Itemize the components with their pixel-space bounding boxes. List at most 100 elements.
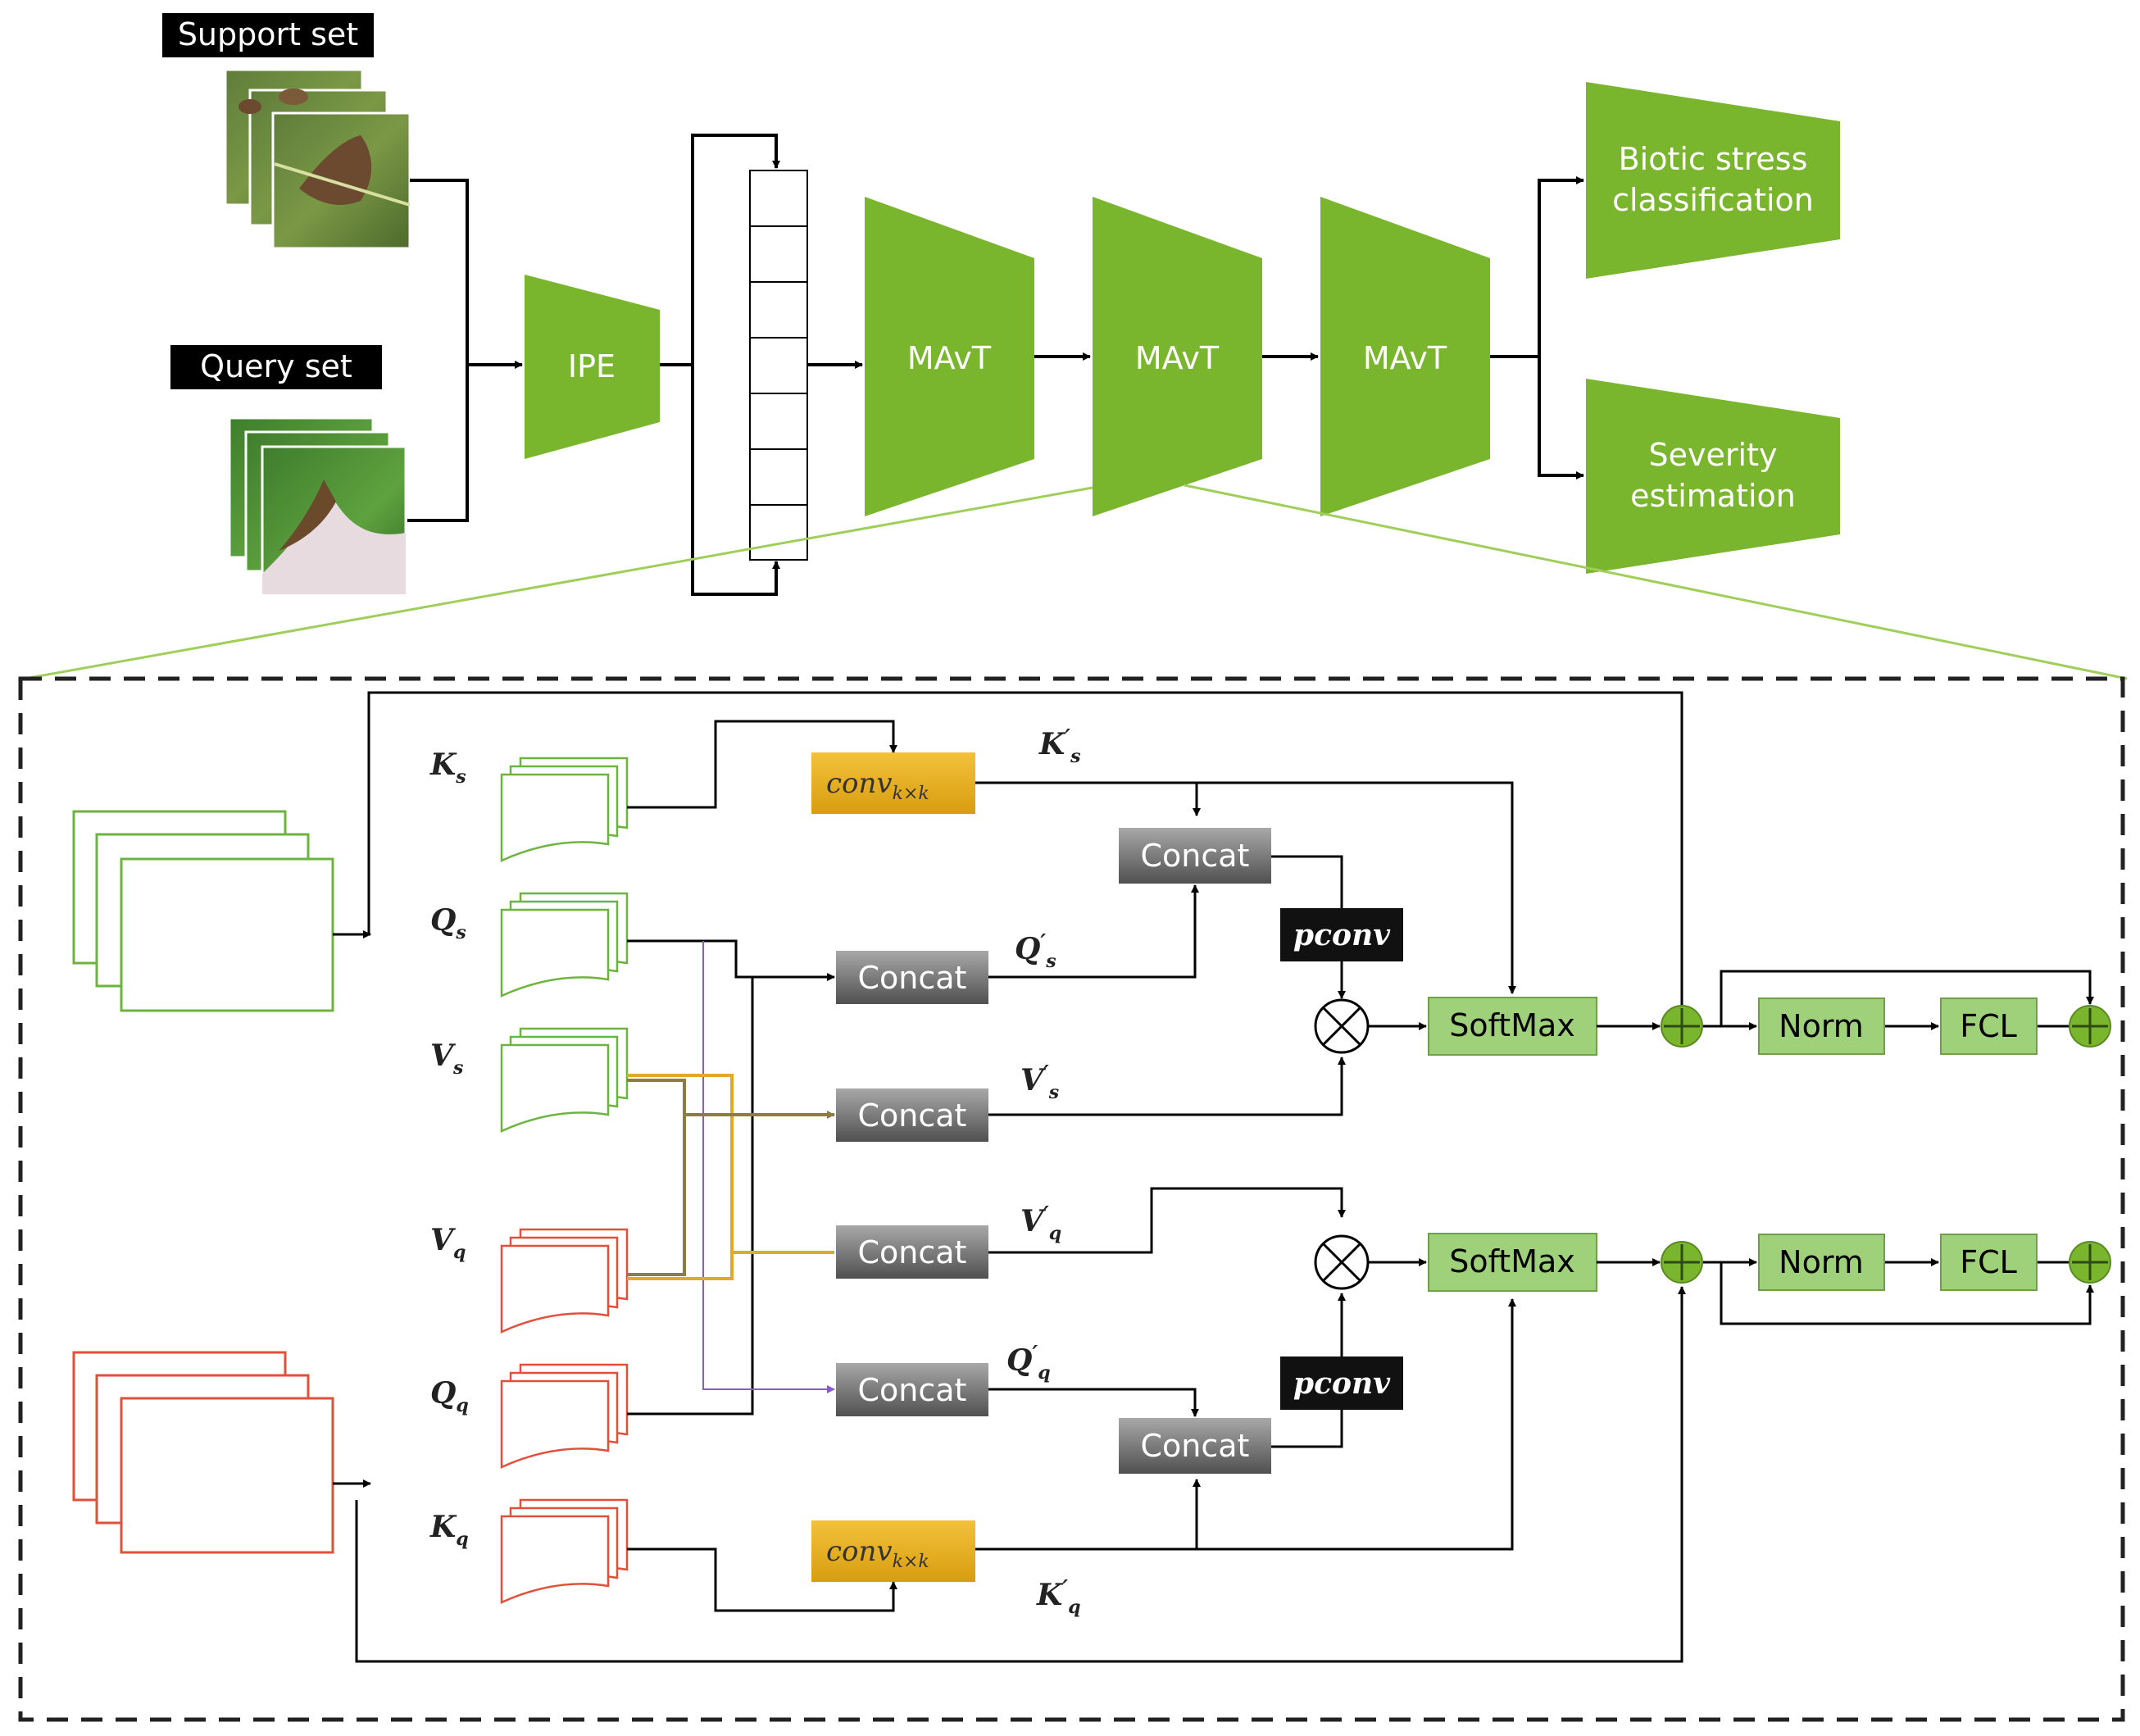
ipe-block: IPE bbox=[525, 275, 660, 459]
qq-stack bbox=[500, 1363, 629, 1469]
svg-text:classification: classification bbox=[1612, 182, 1814, 218]
norm-block-support: Norm bbox=[1758, 998, 1885, 1055]
add-icon-support-1 bbox=[1661, 1005, 1703, 1048]
support-feature-stack bbox=[72, 810, 334, 1012]
purple-cross-connector bbox=[702, 941, 835, 1393]
ks-connector bbox=[627, 720, 1516, 994]
vs-stack bbox=[500, 1027, 629, 1133]
label-qs-prime: Q′s bbox=[1015, 930, 1056, 972]
svg-text:Vs: Vs bbox=[430, 1038, 463, 1079]
svg-text:convk×k: convk×k bbox=[826, 1535, 929, 1572]
svg-text:Query set: Query set bbox=[200, 348, 352, 384]
label-qq-prime: Q′q bbox=[1006, 1342, 1051, 1384]
label-ks-prime: K′s bbox=[1038, 725, 1081, 767]
conv-block-support: convk×k bbox=[811, 752, 975, 814]
ipe-to-tokens-connector bbox=[660, 134, 780, 596]
biotic-stress-head: Biotic stress classification bbox=[1586, 82, 1840, 279]
softmax-block-query: SoftMax bbox=[1428, 1233, 1597, 1292]
svg-text:Concat: Concat bbox=[1141, 1428, 1250, 1464]
vq-stack bbox=[500, 1228, 629, 1334]
support-set-images bbox=[224, 68, 411, 250]
softmax-block-support: SoftMax bbox=[1428, 997, 1597, 1056]
svg-text:Norm: Norm bbox=[1779, 1244, 1864, 1280]
concat-kq-qq: Concat bbox=[1119, 1418, 1271, 1474]
svg-text:Concat: Concat bbox=[858, 1234, 967, 1270]
label-ks: Ks bbox=[429, 748, 466, 788]
svg-text:Biotic stress: Biotic stress bbox=[1619, 141, 1808, 177]
query-set-label: Query set bbox=[170, 345, 382, 389]
v-cross-connector bbox=[627, 1074, 835, 1280]
svg-text:IPE: IPE bbox=[568, 348, 616, 384]
svg-text:MAvT: MAvT bbox=[1135, 340, 1220, 376]
concat-ks-qs: Concat bbox=[1119, 828, 1271, 884]
norm-block-query: Norm bbox=[1758, 1234, 1885, 1291]
svg-text:FCL: FCL bbox=[1960, 1008, 2017, 1044]
svg-text:Qq: Qq bbox=[430, 1376, 469, 1416]
svg-text:Q′s: Q′s bbox=[1015, 930, 1056, 972]
svg-text:FCL: FCL bbox=[1960, 1244, 2017, 1280]
label-vq: Vq bbox=[430, 1223, 466, 1263]
mavt-chain-connector bbox=[807, 352, 1319, 369]
svg-text:MAvT: MAvT bbox=[907, 340, 992, 376]
concat-vs: Concat bbox=[836, 1088, 988, 1142]
add-icon-support-2 bbox=[2069, 1005, 2111, 1048]
qs-stack bbox=[500, 892, 629, 998]
label-qs: Qs bbox=[430, 903, 466, 943]
query-set-images bbox=[228, 416, 407, 596]
svg-text:V′q: V′q bbox=[1020, 1202, 1061, 1244]
mavt-detail-panel bbox=[18, 676, 2125, 1722]
prime-connectors bbox=[988, 855, 1346, 1448]
concat-qq: Concat bbox=[836, 1363, 988, 1416]
add-icon-query-2 bbox=[2069, 1241, 2111, 1284]
mavt-block-1: MAvT bbox=[865, 197, 1034, 516]
multiply-icon-support bbox=[1314, 998, 1370, 1054]
svg-text:Severity: Severity bbox=[1649, 437, 1778, 473]
svg-text:Ks: Ks bbox=[429, 748, 466, 788]
svg-text:Q′q: Q′q bbox=[1006, 1342, 1051, 1384]
zoom-guide-lines bbox=[24, 484, 2128, 680]
label-kq-prime: K′q bbox=[1036, 1576, 1081, 1618]
svg-text:V′s: V′s bbox=[1020, 1061, 1059, 1103]
qs-qq-connector bbox=[627, 939, 835, 1416]
label-qq: Qq bbox=[430, 1376, 469, 1416]
support-stack-connector bbox=[333, 691, 1686, 1017]
svg-text:pconv: pconv bbox=[1293, 1366, 1391, 1401]
softmax-input-connectors bbox=[1368, 1022, 1427, 1266]
kq-connector bbox=[627, 1298, 1516, 1612]
ks-stack bbox=[500, 757, 629, 862]
svg-text:K′q: K′q bbox=[1036, 1576, 1081, 1618]
svg-text:SoftMax: SoftMax bbox=[1449, 1243, 1575, 1279]
label-vs: Vs bbox=[430, 1038, 463, 1079]
mavt-block-2: MAvT bbox=[1093, 197, 1262, 516]
kq-stack bbox=[500, 1498, 629, 1604]
multiply-icon-query bbox=[1314, 1234, 1370, 1290]
svg-text:Support set: Support set bbox=[178, 16, 358, 52]
label-vs-prime: V′s bbox=[1020, 1061, 1059, 1103]
svg-text:K′s: K′s bbox=[1038, 725, 1081, 767]
label-vq-prime: V′q bbox=[1020, 1202, 1061, 1244]
svg-text:Concat: Concat bbox=[858, 960, 967, 996]
svg-text:Kq: Kq bbox=[429, 1510, 469, 1550]
concat-vq: Concat bbox=[836, 1225, 988, 1279]
svg-text:Concat: Concat bbox=[1141, 838, 1250, 874]
token-column bbox=[749, 170, 808, 561]
fcl-block-support: FCL bbox=[1940, 998, 2038, 1055]
fcl-block-query: FCL bbox=[1940, 1234, 2038, 1291]
pconv-block-query: pconv bbox=[1280, 1357, 1403, 1410]
svg-text:Concat: Concat bbox=[858, 1372, 967, 1408]
svg-text:estimation: estimation bbox=[1630, 478, 1796, 514]
query-feature-stack bbox=[72, 1351, 334, 1554]
output-split-connector bbox=[1490, 176, 1584, 479]
input-merge-connector bbox=[407, 179, 523, 522]
add-icon-query-1 bbox=[1661, 1241, 1703, 1284]
svg-text:SoftMax: SoftMax bbox=[1449, 1007, 1575, 1043]
pconv-block-support: pconv bbox=[1280, 908, 1403, 961]
svg-text:MAvT: MAvT bbox=[1363, 340, 1447, 376]
query-stack-connector bbox=[333, 1286, 1686, 1663]
conv-block-query: convk×k bbox=[811, 1520, 975, 1582]
svg-text:pconv: pconv bbox=[1293, 918, 1391, 952]
svg-text:Norm: Norm bbox=[1779, 1008, 1864, 1044]
svg-text:convk×k: convk×k bbox=[826, 767, 929, 804]
